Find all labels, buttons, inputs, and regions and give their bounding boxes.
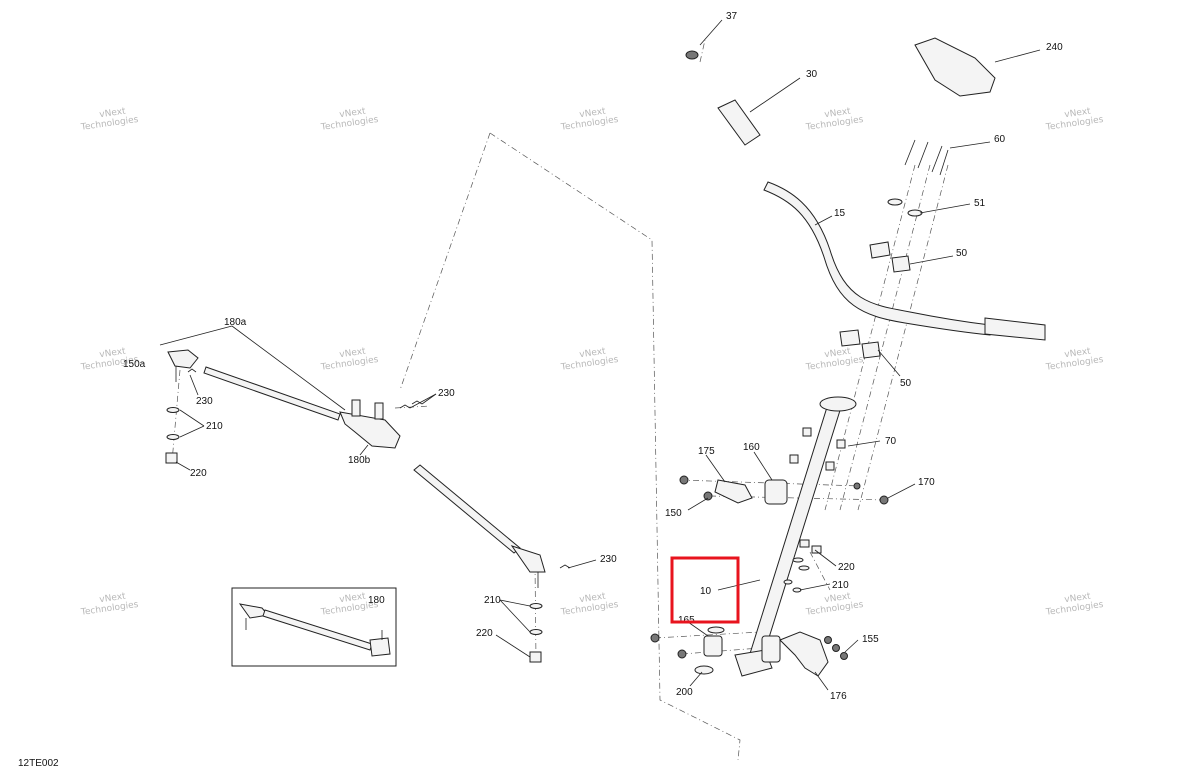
watermark: vNext Technologies — [319, 107, 379, 133]
label-180b: 180b — [348, 455, 371, 466]
watermark-layer: vNext Technologies vNext Technologies vN… — [79, 107, 1104, 618]
label-180: 180 — [368, 595, 385, 606]
watermark: vNext Technologies — [79, 592, 139, 618]
handlebar-cover — [914, 37, 996, 97]
label-150a: 150a — [123, 359, 146, 370]
watermark: vNext Technologies — [804, 592, 864, 618]
label-210: 210 — [832, 580, 849, 591]
watermark: vNext Technologies — [559, 107, 619, 133]
label-60: 60 — [994, 134, 1006, 145]
label-155: 155 — [862, 634, 879, 645]
svg-text:vNext: vNext — [339, 107, 367, 121]
watermark: vNext Technologies — [559, 347, 619, 373]
leader-lines — [159, 19, 1041, 691]
svg-text:vNext: vNext — [99, 592, 127, 606]
svg-text:vNext: vNext — [824, 592, 852, 606]
watermark: vNext Technologies — [79, 107, 139, 133]
label-240: 240 — [1046, 42, 1063, 53]
label-50: 50 — [900, 378, 912, 389]
watermark: vNext Technologies — [804, 347, 864, 373]
label-200: 200 — [676, 687, 693, 698]
assembly-guides — [171, 39, 949, 761]
label-15: 15 — [834, 208, 846, 219]
watermark: vNext Technologies — [1044, 107, 1104, 133]
lower-bearing — [703, 635, 723, 657]
svg-text:vNext: vNext — [579, 592, 607, 606]
label-50: 50 — [956, 248, 968, 259]
label-150: 150 — [665, 508, 682, 519]
watermark: vNext Technologies — [1044, 347, 1104, 373]
svg-text:vNext: vNext — [824, 107, 852, 121]
label-175: 175 — [698, 446, 715, 457]
label-230: 230 — [600, 554, 617, 565]
highlight-box — [670, 556, 740, 624]
label-220: 220 — [190, 468, 207, 479]
label-210: 210 — [206, 421, 223, 432]
svg-text:vNext: vNext — [824, 347, 852, 361]
label-30: 30 — [806, 69, 818, 80]
steering-column-assembly — [650, 37, 1046, 677]
watermark: vNext Technologies — [559, 592, 619, 618]
label-51: 51 — [974, 198, 986, 209]
svg-text:vNext: vNext — [1064, 592, 1092, 606]
svg-text:vNext: vNext — [99, 347, 127, 361]
label-70: 70 — [885, 436, 897, 447]
watermark: vNext Technologies — [804, 107, 864, 133]
grip-right — [984, 317, 1046, 341]
tie-rod-assembly — [165, 349, 571, 663]
svg-text:vNext: vNext — [579, 347, 607, 361]
label-230: 230 — [196, 396, 213, 407]
label-210: 210 — [484, 595, 501, 606]
bracket — [714, 479, 753, 504]
svg-text:vNext: vNext — [579, 107, 607, 121]
label-220: 220 — [476, 628, 493, 639]
diagram-code: 12TE002 — [18, 758, 59, 769]
steering-column — [747, 403, 843, 661]
watermark: vNext Technologies — [1044, 592, 1104, 618]
label-37: 37 — [726, 11, 738, 22]
grip-left — [717, 99, 761, 146]
svg-text:vNext: vNext — [1064, 347, 1092, 361]
svg-text:vNext: vNext — [339, 347, 367, 361]
svg-text:vNext: vNext — [339, 592, 367, 606]
label-170: 170 — [918, 477, 935, 488]
bushing — [764, 479, 788, 505]
watermark: vNext Technologies — [319, 347, 379, 373]
svg-text:vNext: vNext — [1064, 107, 1092, 121]
label-220: 220 — [838, 562, 855, 573]
bar-end-plug — [685, 50, 699, 60]
label-176: 176 — [830, 691, 847, 702]
watermark-line1: vNext — [99, 107, 127, 121]
label-10: 10 — [700, 586, 712, 597]
label-230: 230 — [438, 388, 455, 399]
lower-bracket — [779, 631, 829, 677]
inset-tie-rod — [231, 587, 397, 667]
label-180a: 180a — [224, 317, 247, 328]
label-160: 160 — [743, 442, 760, 453]
